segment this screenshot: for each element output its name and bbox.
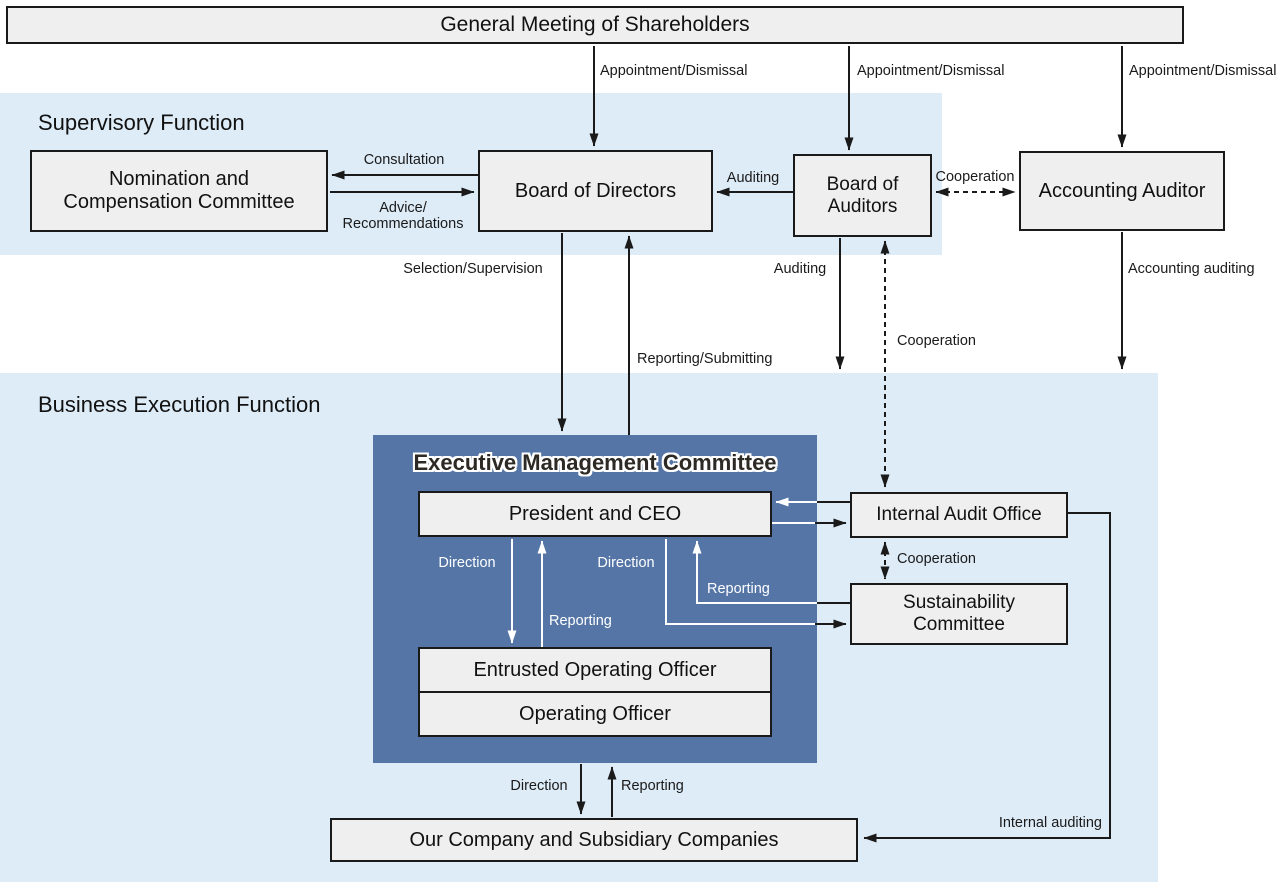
node-label-line1: Board of xyxy=(826,173,899,195)
node-our-company-and-subsidiaries: Our Company and Subsidiary Companies xyxy=(330,818,858,862)
label-auditing-down: Auditing xyxy=(773,261,827,277)
node-board-of-auditors: Board of Auditors xyxy=(793,154,932,237)
node-label: Operating Officer xyxy=(519,702,671,725)
node-label: Internal Audit Office xyxy=(876,504,1042,526)
node-label: Board of Directors xyxy=(514,179,677,202)
node-general-meeting-of-shareholders: General Meeting of Shareholders xyxy=(6,6,1184,44)
node-entrusted-operating-officer: Entrusted Operating Officer xyxy=(418,647,772,693)
label-appointment-dismissal-directors: Appointment/Dismissal xyxy=(600,63,748,79)
node-label-line2: Compensation Committee xyxy=(63,191,295,213)
label-advice-recommendations: Advice/ Recommendations xyxy=(342,200,464,233)
node-sustainability-committee: Sustainability Committee xyxy=(850,583,1068,645)
executive-management-committee-title: Executive Management Committee xyxy=(413,450,777,475)
node-label: General Meeting of Shareholders xyxy=(440,12,750,36)
label-reporting-company-emc: Reporting xyxy=(621,778,684,794)
node-label: President and CEO xyxy=(508,502,682,525)
label-reporting-submitting: Reporting/Submitting xyxy=(637,351,773,367)
node-board-of-directors: Board of Directors xyxy=(478,150,713,232)
label-direction-ceo-officers: Direction xyxy=(438,555,496,571)
node-label: Our Company and Subsidiary Companies xyxy=(409,828,779,851)
node-nomination-compensation-committee: Nomination and Compensation Committee xyxy=(30,150,328,232)
label-appointment-dismissal-accounting: Appointment/Dismissal xyxy=(1129,63,1277,79)
node-label: Entrusted Operating Officer xyxy=(473,658,717,681)
label-auditing-to-directors: Auditing xyxy=(726,170,780,186)
label-accounting-auditing: Accounting auditing xyxy=(1128,261,1255,277)
label-internal-auditing: Internal auditing xyxy=(998,815,1102,831)
node-president-and-ceo: President and CEO xyxy=(418,491,772,537)
label-cooperation-internal-sustainability: Cooperation xyxy=(897,551,976,567)
node-label: Accounting Auditor xyxy=(1038,179,1206,202)
label-cooperation-auditors-internal: Cooperation xyxy=(897,333,976,349)
label-reporting-officers-ceo: Reporting xyxy=(549,613,612,629)
node-operating-officer: Operating Officer xyxy=(418,691,772,737)
label-appointment-dismissal-auditors: Appointment/Dismissal xyxy=(857,63,1005,79)
node-label-line2: Committee xyxy=(913,614,1005,635)
label-reporting-sustainability-ceo: Reporting xyxy=(707,581,770,597)
label-consultation: Consultation xyxy=(363,152,445,168)
node-internal-audit-office: Internal Audit Office xyxy=(850,492,1068,538)
label-selection-supervision: Selection/Supervision xyxy=(403,261,543,277)
business-execution-function-title: Business Execution Function xyxy=(38,392,321,417)
node-label-line1: Nomination and xyxy=(108,168,250,190)
label-direction-emc-company: Direction xyxy=(510,778,568,794)
node-label-line1: Sustainability xyxy=(903,592,1015,614)
label-direction-ceo-sustainability: Direction xyxy=(597,555,655,571)
label-cooperation-auditors-accounting: Cooperation xyxy=(935,169,1015,185)
node-accounting-auditor: Accounting Auditor xyxy=(1019,151,1225,231)
node-label-line2: Auditors xyxy=(827,195,898,217)
supervisory-function-title: Supervisory Function xyxy=(38,110,245,135)
